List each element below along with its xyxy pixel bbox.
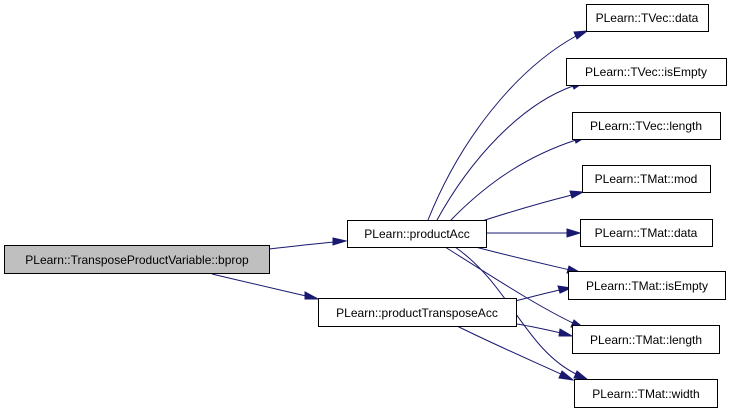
edge-productTransposeAcc-to-tmat-isEmpty [514,285,573,302]
edge-productTransposeAcc-to-tmat-width [454,324,575,381]
node-productTransposeAcc[interactable]: PLearn::productTransposeAcc [318,298,517,327]
node-label: PLearn::productTransposeAcc [336,306,498,320]
nodes: PLearn::TransposeProductVariable::bprop … [4,4,727,408]
node-tvec-data[interactable]: PLearn::TVec::data [586,4,709,32]
node-tmat-mod[interactable]: PLearn::TMat::mod [582,165,711,193]
node-label: PLearn::TVec::data [596,11,699,25]
node-label: PLearn::TVec::length [590,119,702,133]
edge-productAcc-to-tvec-data [427,30,589,221]
edge-root-to-productAcc [268,237,348,250]
node-label: PLearn::TMat::data [595,226,698,240]
edge-productAcc-to-tmat-width [454,246,590,381]
edge-productAcc-to-tmat-mod [481,190,585,222]
node-label: PLearn::TMat::length [590,333,702,347]
node-label: PLearn::TMat::mod [595,172,698,186]
node-root-bprop[interactable]: PLearn::TransposeProductVariable::bprop [4,245,270,274]
edge-productAcc-to-tvec-length [450,135,589,221]
edge-productTransposeAcc-to-tmat-length [516,323,574,337]
node-label: PLearn::TMat::width [592,387,699,401]
node-tmat-width[interactable]: PLearn::TMat::width [574,379,718,408]
edge-root-to-productTransposeAcc [211,273,319,300]
node-label: PLearn::productAcc [364,227,469,241]
node-tvec-length[interactable]: PLearn::TVec::length [572,112,721,140]
node-tvec-isEmpty[interactable]: PLearn::TVec::isEmpty [566,58,727,86]
node-label: PLearn::TMat::isEmpty [586,279,708,293]
edges [211,30,590,381]
node-tmat-isEmpty[interactable]: PLearn::TMat::isEmpty [568,271,726,300]
node-productAcc[interactable]: PLearn::productAcc [347,220,487,248]
node-tmat-data[interactable]: PLearn::TMat::data [580,219,713,247]
node-label: PLearn::TransposeProductVariable::bprop [25,253,249,267]
edge-productAcc-to-tvec-isEmpty [436,81,586,221]
edge-productAcc-to-tmat-isEmpty [467,244,583,274]
edge-productAcc-to-tmat-data [487,228,582,238]
node-tmat-length[interactable]: PLearn::TMat::length [572,325,720,354]
node-label: PLearn::TVec::isEmpty [585,65,707,79]
